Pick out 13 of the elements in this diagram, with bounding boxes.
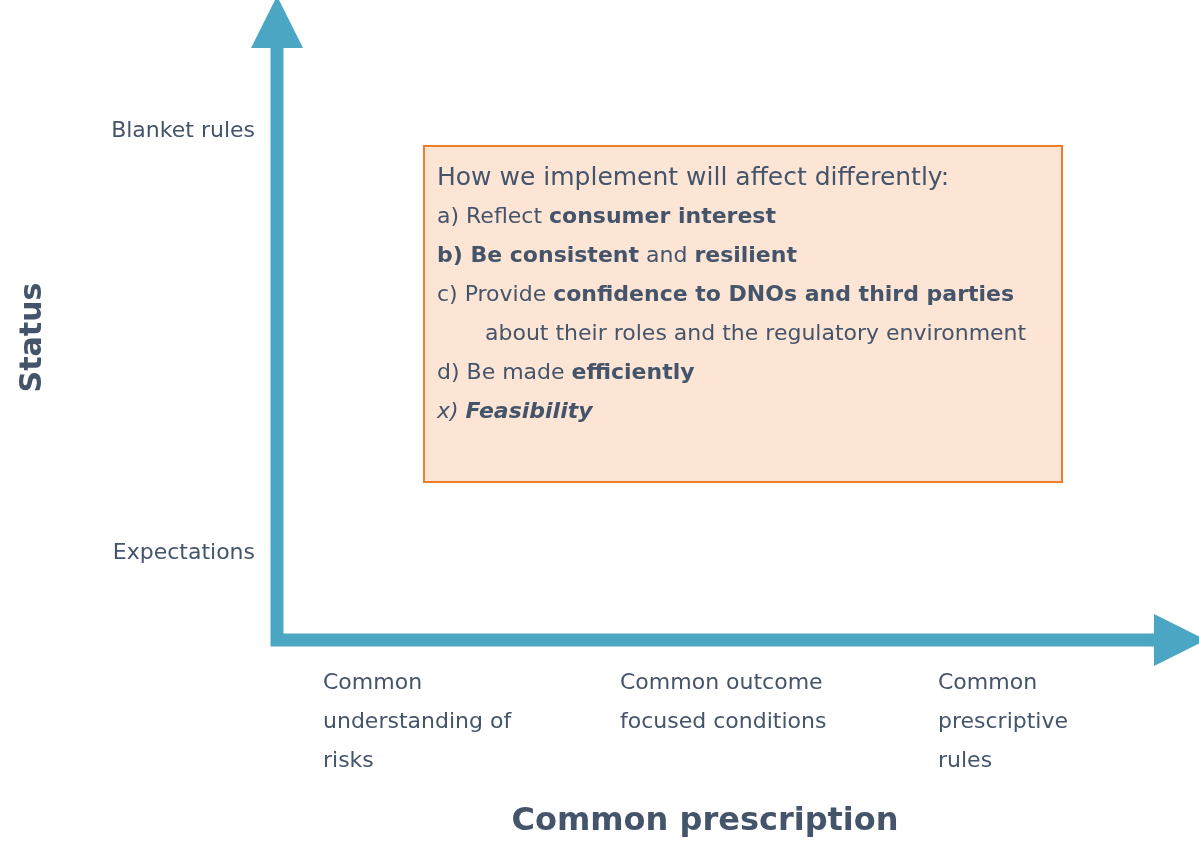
axis-tick-label: Common outcome focused conditions bbox=[620, 668, 828, 735]
text-box bbox=[423, 145, 1063, 483]
list-item: x) Feasibility bbox=[437, 397, 594, 425]
axis-tick-label: Common prescriptive rules bbox=[938, 668, 1070, 774]
list-item: a) Reflect consumer interest bbox=[437, 202, 777, 230]
list-item: b) Be consistent and resilient bbox=[437, 241, 798, 269]
axis-title: Common prescription bbox=[510, 800, 900, 838]
axis-tick-label: Blanket rules bbox=[110, 116, 255, 144]
axis-title: Status bbox=[12, 281, 48, 395]
list-item: d) Be made efficiently bbox=[437, 358, 696, 386]
axis-tick-label: Expectations bbox=[111, 538, 255, 566]
axis-tick-label: Common understanding of risks bbox=[323, 668, 513, 774]
box-heading: How we implement will affect differently: bbox=[437, 161, 951, 193]
